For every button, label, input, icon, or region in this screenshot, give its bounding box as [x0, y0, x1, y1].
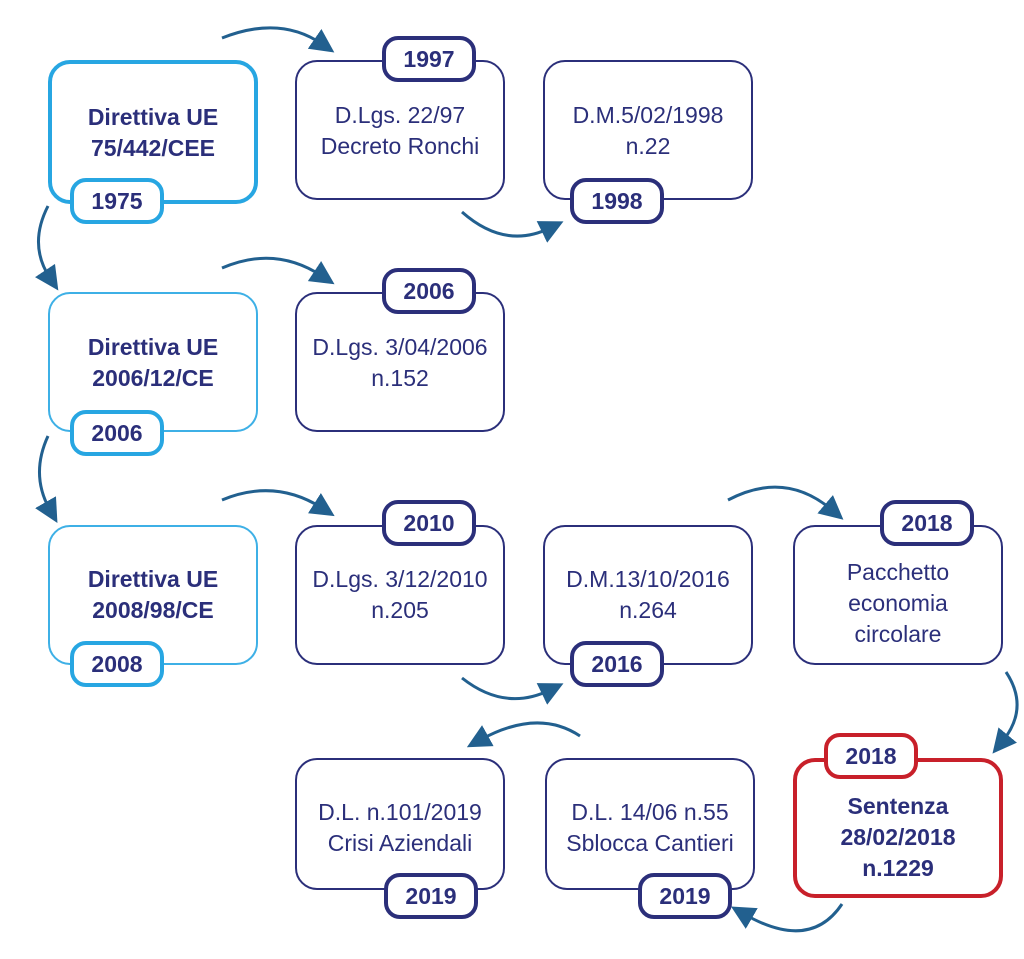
arrow-dl-2019-sblocca-to-dl-2019-crisi [466, 721, 581, 748]
year-badge-dm-1998: 1998 [570, 178, 664, 224]
year-badge-dm-2016: 2016 [570, 641, 664, 687]
node-text-line: n.1229 [862, 855, 934, 881]
year-badge-dir-1975: 1975 [70, 178, 164, 224]
node-sentenza-2018: Sentenza 28/02/2018 n.1229 [793, 758, 1003, 898]
node-text-line: 28/02/2018 [840, 824, 956, 850]
arrow-dir-1975-to-dlgs-1997 [221, 26, 335, 53]
node-text-line: D.M.13/10/2016 [566, 566, 730, 592]
node-text-line: D.Lgs. 3/04/2006 [312, 334, 488, 360]
year-badge-dlgs-2006: 2006 [382, 268, 476, 314]
node-text-line: 2006/12/CE [92, 365, 214, 391]
node-text-line: Pacchetto [846, 559, 950, 585]
year-badge-dl-2019-sblocca: 2019 [638, 873, 732, 919]
year-badge-dir-2008: 2008 [70, 641, 164, 687]
arrow-sentenza-2018-to-dl-2019-sblocca [730, 903, 844, 933]
node-text-line: D.Lgs. 3/12/2010 [312, 566, 488, 592]
node-dlgs-2006: D.Lgs. 3/04/2006 n.152 [295, 292, 505, 432]
node-dlgs-2010: D.Lgs. 3/12/2010 n.205 [295, 525, 505, 665]
node-text-line: Direttiva UE [87, 104, 219, 130]
year-badge-sentenza-2018: 2018 [824, 733, 918, 779]
node-text-line: D.L. n.101/2019 [318, 799, 482, 825]
node-text-line: D.Lgs. 22/97 [334, 102, 466, 128]
node-text-line: Direttiva UE [87, 334, 219, 360]
node-text-line: Decreto Ronchi [320, 133, 480, 159]
node-text-line: circolare [854, 621, 942, 647]
node-text-line: Sentenza [847, 793, 949, 819]
node-text-line: n.22 [625, 133, 671, 159]
arrow-dlgs-1997-to-dm-1998 [461, 210, 564, 243]
arrow-dlgs-2010-to-dm-2016 [461, 676, 564, 705]
arrow-dir-2006-to-dlgs-2006 [221, 256, 335, 285]
year-badge-dl-2019-crisi: 2019 [384, 873, 478, 919]
node-text-line: 75/442/CEE [90, 135, 216, 161]
node-text-line: Sblocca Cantieri [566, 830, 734, 856]
arrow-dm-2016-to-pacchetto-2018 [727, 485, 844, 520]
arrow-pacchetto-2018-to-sentenza-2018 [992, 671, 1019, 754]
node-text-line: Crisi Aziendali [327, 830, 473, 856]
node-text-line: 2008/98/CE [92, 597, 214, 623]
node-text-line: n.152 [371, 365, 429, 391]
year-badge-dlgs-1997: 1997 [382, 36, 476, 82]
arrow-dir-1975-to-dir-2006 [35, 205, 59, 291]
year-badge-dlgs-2010: 2010 [382, 500, 476, 546]
node-text-line: n.205 [371, 597, 429, 623]
node-text-line: D.M.5/02/1998 [572, 102, 724, 128]
node-pacchetto-2018: Pacchetto economia circolare [793, 525, 1003, 665]
node-text-line: D.L. 14/06 n.55 [571, 799, 729, 825]
arrow-dir-2008-to-dlgs-2010 [221, 489, 335, 517]
node-text-line: n.264 [619, 597, 677, 623]
year-badge-pacchetto-2018: 2018 [880, 500, 974, 546]
node-dir-2006: Direttiva UE 2006/12/CE [48, 292, 258, 432]
year-badge-dir-2006: 2006 [70, 410, 164, 456]
node-dm-1998: D.M.5/02/1998 n.22 [543, 60, 753, 200]
node-text-line: Direttiva UE [87, 566, 219, 592]
arrow-dir-2006-to-dir-2008 [35, 435, 58, 524]
node-text-line: economia [848, 590, 948, 616]
